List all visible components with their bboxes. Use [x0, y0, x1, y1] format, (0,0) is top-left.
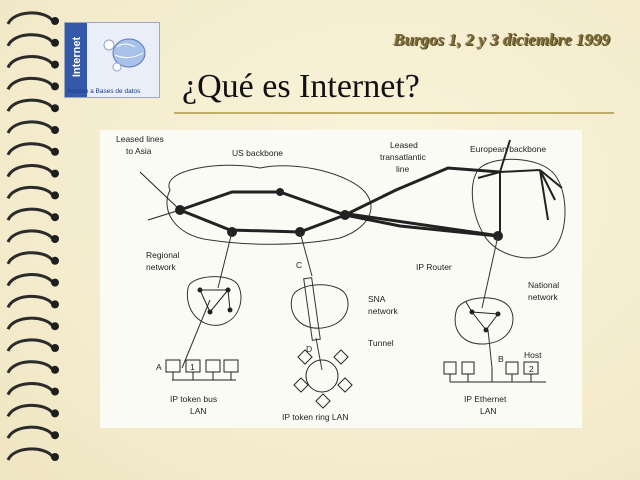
- binding-hole: [51, 38, 59, 47]
- network-diagram-svg: Leased lines to Asia US backbone Leased …: [116, 134, 566, 422]
- european-backbone-cloud: [471, 158, 566, 259]
- spiral-ring: [6, 76, 54, 91]
- spiral-ring: [6, 294, 54, 309]
- binding-hole: [51, 169, 59, 178]
- label-c: C: [296, 260, 302, 270]
- binding-hole: [51, 387, 59, 396]
- token-ring-lan: [293, 349, 353, 409]
- label-sna-network-2: network: [368, 306, 399, 316]
- spiral-ring: [6, 33, 54, 47]
- label-tunnel: Tunnel: [368, 338, 394, 348]
- logo-caption: Acceso a Bases de datos: [67, 88, 141, 95]
- spiral-binding: [6, 11, 59, 461]
- binding-hole: [51, 365, 59, 374]
- spiral-ring: [6, 229, 54, 243]
- spiral-ring: [6, 403, 54, 418]
- label-token-bus-1: IP token bus: [170, 394, 217, 404]
- sna-network-cloud: [290, 284, 349, 329]
- binding-hole: [51, 453, 59, 461]
- spiral-ring: [6, 338, 54, 352]
- spiral-ring: [6, 164, 54, 178]
- backbone-lines: [179, 166, 501, 238]
- spiral-ring: [6, 273, 54, 287]
- spiral-ring: [6, 447, 54, 461]
- label-host: Host: [524, 350, 542, 360]
- logo-band: [65, 23, 87, 97]
- internet-logo: Internet Acceso a Bases de datos: [64, 22, 160, 98]
- label-ethernet-1: IP Ethernet: [464, 394, 507, 404]
- label-1: 1: [190, 362, 195, 372]
- logo-vertical-text: Internet: [71, 36, 83, 78]
- ethernet-lan: [443, 361, 546, 383]
- binding-hole: [51, 17, 59, 25]
- binding-hole: [51, 104, 59, 113]
- regional-network-cloud: [186, 276, 242, 326]
- label-leased-asia-1: Leased lines: [116, 134, 164, 144]
- label-token-bus-2: LAN: [190, 406, 207, 416]
- label-us-backbone: US backbone: [232, 148, 283, 158]
- globe-icon: [103, 38, 146, 72]
- label-national-network-2: network: [528, 292, 559, 302]
- label-regional-network-1: Regional: [146, 250, 180, 260]
- binding-hole: [51, 300, 59, 309]
- binding-hole: [51, 235, 59, 243]
- spiral-ring: [6, 425, 54, 440]
- spiral-ring: [6, 142, 54, 156]
- label-european-backbone: European backbone: [470, 144, 546, 154]
- binding-hole: [51, 60, 59, 69]
- date-banner: Burgos 1, 2 y 3 diciembre 1999: [393, 30, 610, 49]
- network-diagram: Leased lines to Asia US backbone Leased …: [100, 130, 582, 428]
- national-network-cloud: [454, 297, 514, 345]
- binding-hole: [51, 191, 59, 200]
- binding-hole: [51, 409, 59, 418]
- label-b: B: [498, 354, 504, 364]
- label-leased-asia-2: to Asia: [126, 146, 152, 156]
- binding-hole: [51, 431, 59, 440]
- binding-hole: [51, 344, 59, 352]
- spiral-ring: [6, 316, 54, 331]
- label-ethernet-2: LAN: [480, 406, 497, 416]
- binding-hole: [51, 322, 59, 331]
- binding-hole: [51, 256, 59, 265]
- spiral-ring: [6, 185, 54, 200]
- label-leased-transatlantic-1: Leased: [390, 140, 418, 150]
- spiral-ring: [6, 55, 54, 69]
- label-regional-network-2: network: [146, 262, 177, 272]
- label-sna-network-1: SNA: [368, 294, 386, 304]
- label-2: 2: [529, 364, 534, 374]
- spiral-ring: [6, 11, 54, 25]
- spiral-ring: [6, 360, 54, 374]
- token-bus-lan: [165, 359, 239, 381]
- label-a: A: [156, 362, 162, 372]
- spiral-ring: [6, 207, 54, 222]
- binding-hole: [51, 126, 59, 134]
- label-d: D: [306, 344, 312, 354]
- slide-title: ¿Qué es Internet?: [182, 68, 420, 105]
- spiral-ring: [6, 120, 54, 134]
- label-ip-router: IP Router: [416, 262, 452, 272]
- binding-hole: [51, 82, 59, 91]
- spiral-ring: [6, 382, 54, 396]
- label-leased-transatlantic-2: transatlantic: [380, 152, 427, 162]
- binding-hole: [51, 278, 59, 287]
- label-token-ring: IP token ring LAN: [282, 412, 348, 422]
- title-rule: [174, 112, 614, 114]
- spiral-ring: [6, 98, 54, 113]
- spiral-ring: [6, 251, 54, 265]
- binding-hole: [51, 147, 59, 156]
- binding-hole: [51, 213, 59, 222]
- label-leased-transatlantic-3: line: [396, 164, 410, 174]
- label-national-network-1: National: [528, 280, 559, 290]
